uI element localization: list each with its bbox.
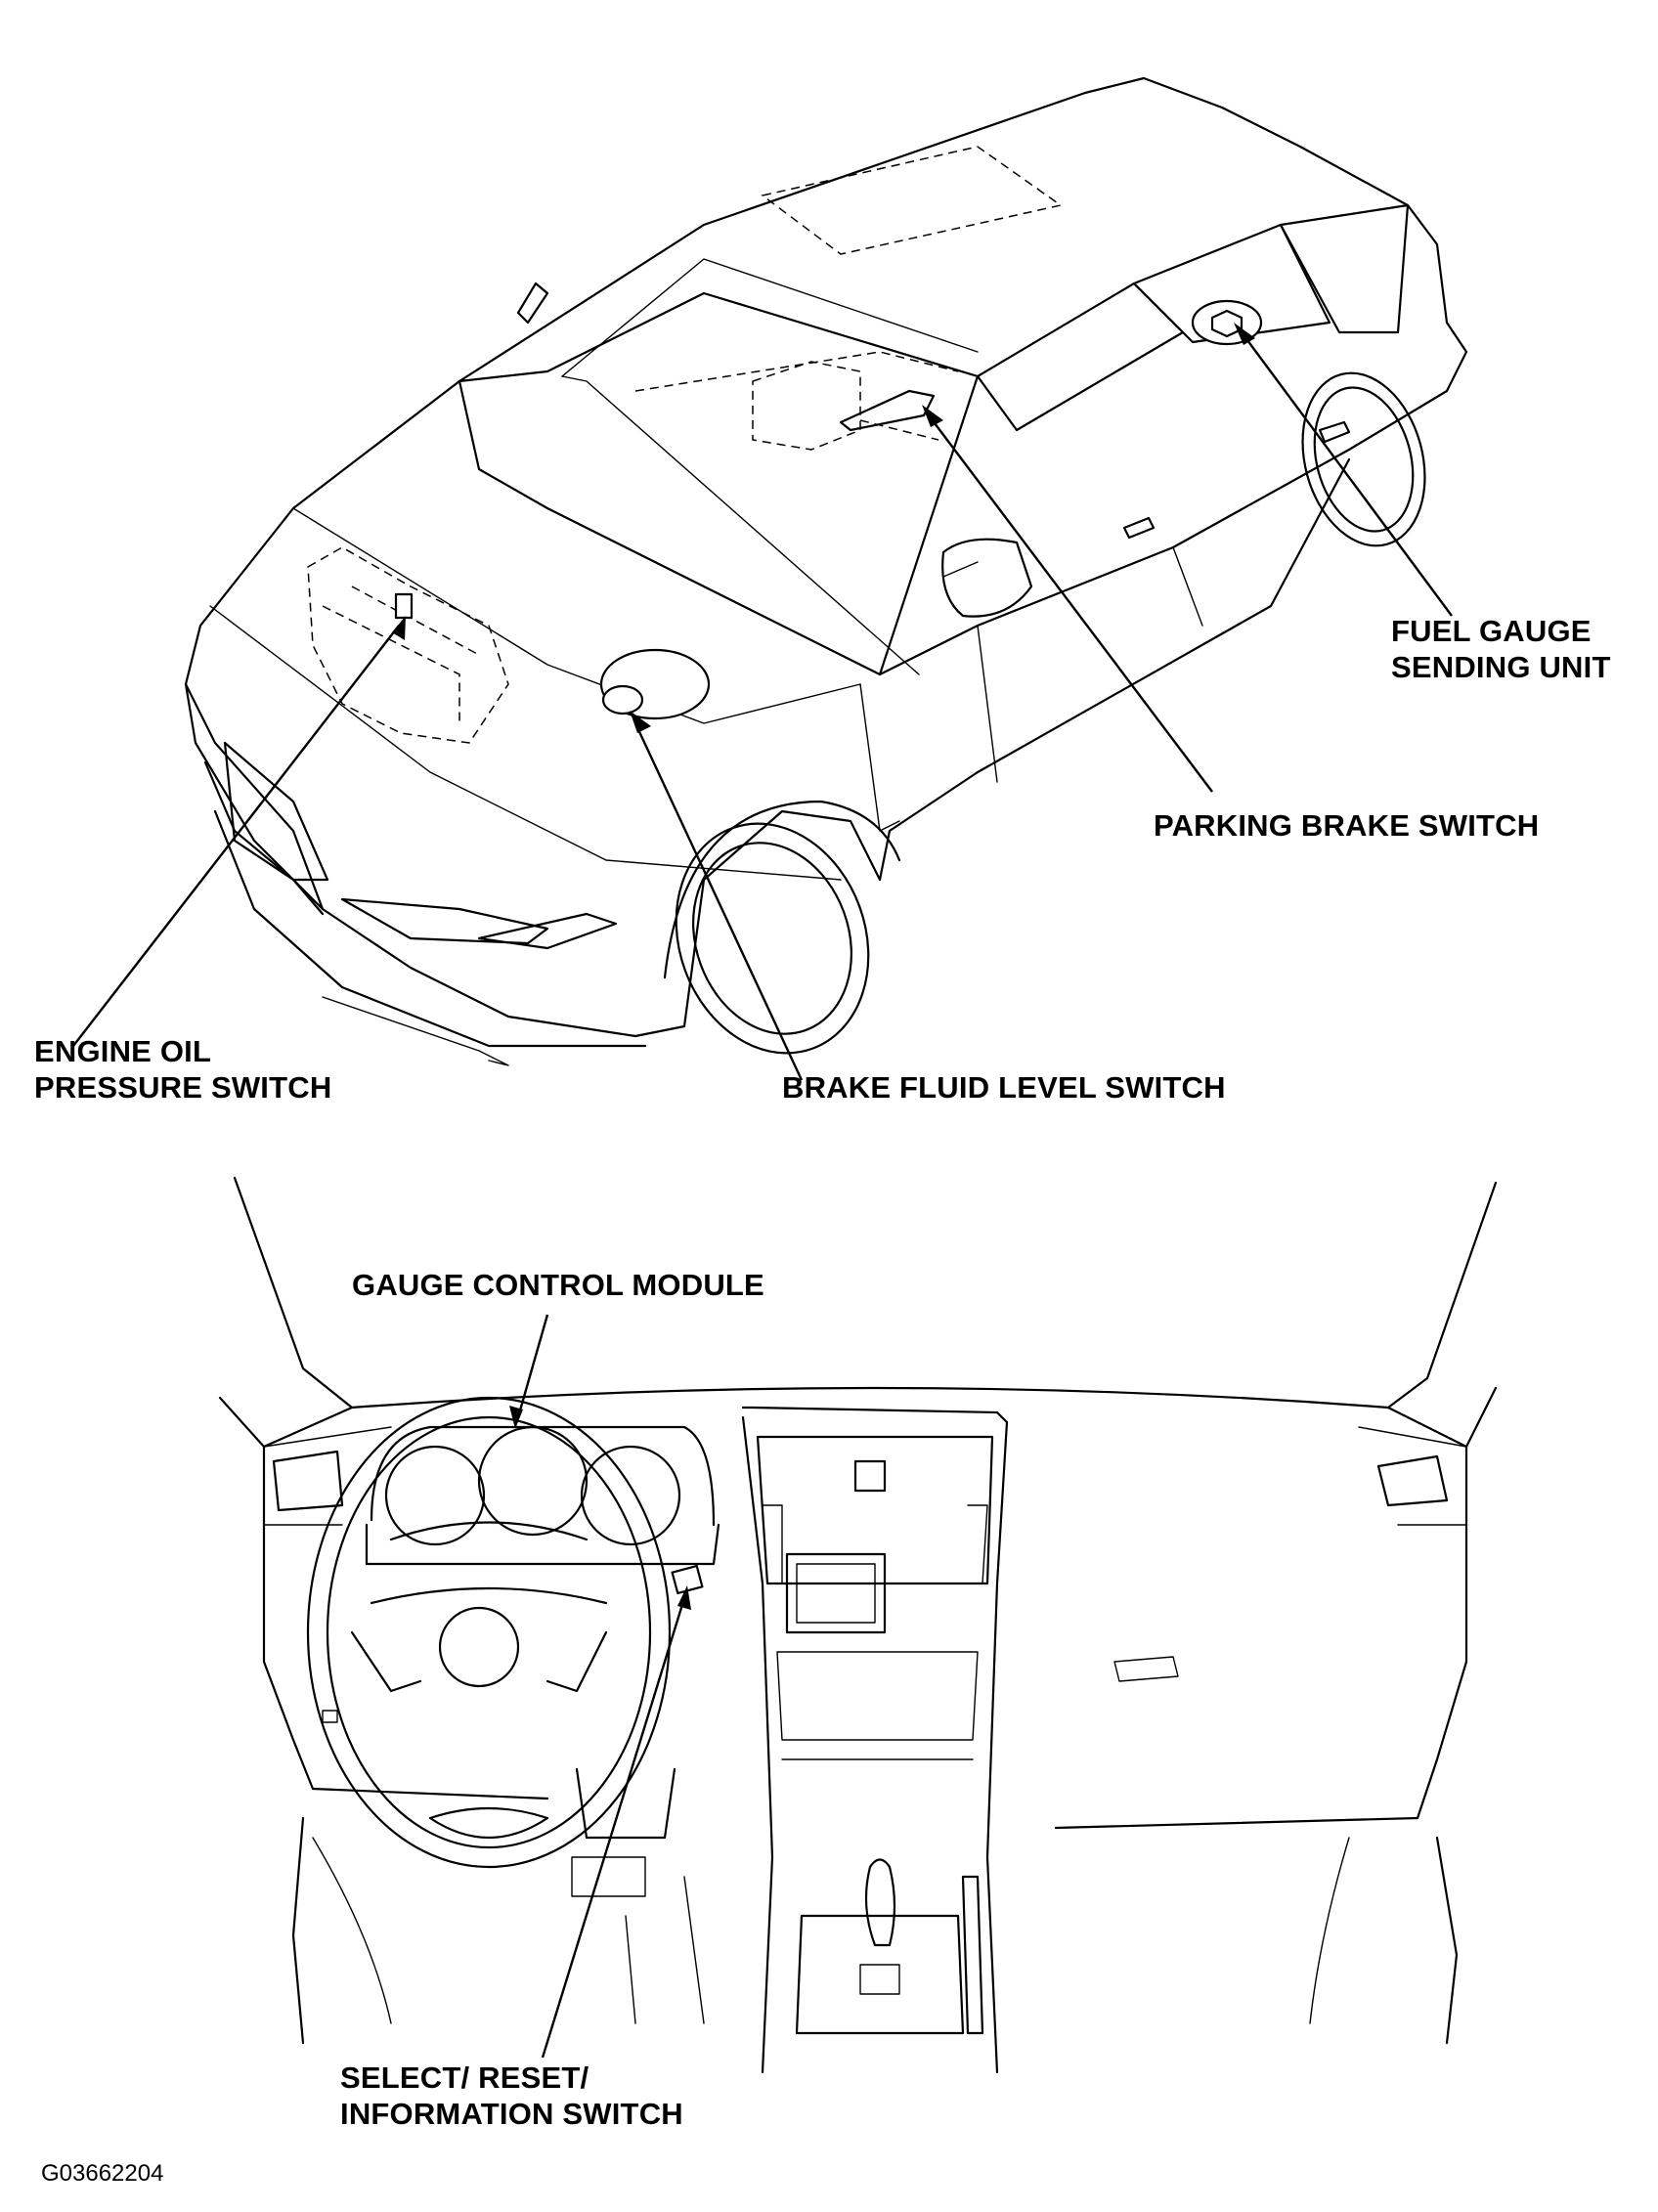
select-reset-label: SELECT/ RESET/ INFORMATION SWITCH bbox=[340, 2060, 683, 2132]
car-illustration bbox=[184, 76, 1468, 1066]
fuel-gauge-label: FUEL GAUGE SENDING UNIT bbox=[1391, 613, 1611, 685]
engine-oil-label-line1: ENGINE OIL bbox=[34, 1034, 212, 1068]
engine-oil-label-line2: PRESSURE SWITCH bbox=[34, 1070, 332, 1105]
fuel-gauge-label-line2: SENDING UNIT bbox=[1391, 650, 1611, 684]
dashboard-illustration bbox=[218, 1176, 1498, 2074]
select-reset-label-line2: INFORMATION SWITCH bbox=[340, 2097, 683, 2131]
brake-fluid-label: BRAKE FLUID LEVEL SWITCH bbox=[782, 1069, 1226, 1106]
top-leader-lines bbox=[72, 323, 1453, 1081]
gauge-control-label-text: GAUGE CONTROL MODULE bbox=[352, 1268, 764, 1302]
brake-fluid-label-text: BRAKE FLUID LEVEL SWITCH bbox=[782, 1070, 1226, 1105]
parking-brake-label-text: PARKING BRAKE SWITCH bbox=[1154, 808, 1540, 843]
select-reset-label-line1: SELECT/ RESET/ bbox=[340, 2060, 589, 2095]
gauge-control-label: GAUGE CONTROL MODULE bbox=[352, 1267, 764, 1303]
engine-oil-label: ENGINE OIL PRESSURE SWITCH bbox=[34, 1033, 331, 1106]
parking-brake-label: PARKING BRAKE SWITCH bbox=[1154, 807, 1539, 844]
fuel-gauge-label-line1: FUEL GAUGE bbox=[1391, 614, 1592, 648]
figure-id: G03662204 bbox=[41, 2160, 164, 2187]
bottom-leader-lines bbox=[509, 1314, 691, 2059]
